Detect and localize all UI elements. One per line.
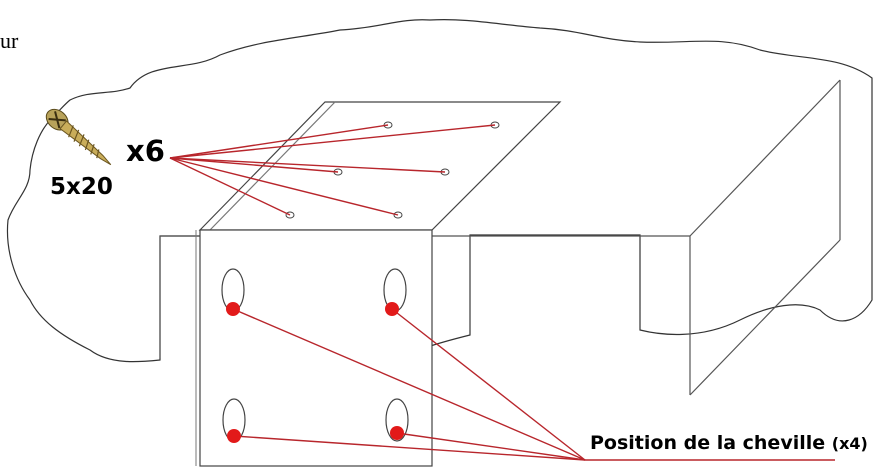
dowel-positions	[226, 302, 404, 443]
screw-leader-lines	[169, 124, 496, 216]
dowel-dot	[227, 429, 241, 443]
dowel-dot	[226, 302, 240, 316]
front-plate-slots	[221, 268, 409, 442]
dowel-label-text: Position de la cheville	[590, 432, 826, 454]
dowel-dot	[390, 426, 404, 440]
dowel-qty-text: (x4)	[831, 434, 868, 453]
screw-count-label: x6	[126, 134, 165, 168]
dowel-dot	[385, 302, 399, 316]
dowel-leader-lines	[232, 308, 835, 461]
dowel-position-label: Position de la cheville (x4)	[590, 432, 868, 454]
screw-size-label: 5x20	[50, 174, 113, 200]
wood-screw-icon	[45, 108, 112, 166]
corner-label: ur	[0, 28, 19, 53]
wall-outline	[6, 19, 873, 363]
